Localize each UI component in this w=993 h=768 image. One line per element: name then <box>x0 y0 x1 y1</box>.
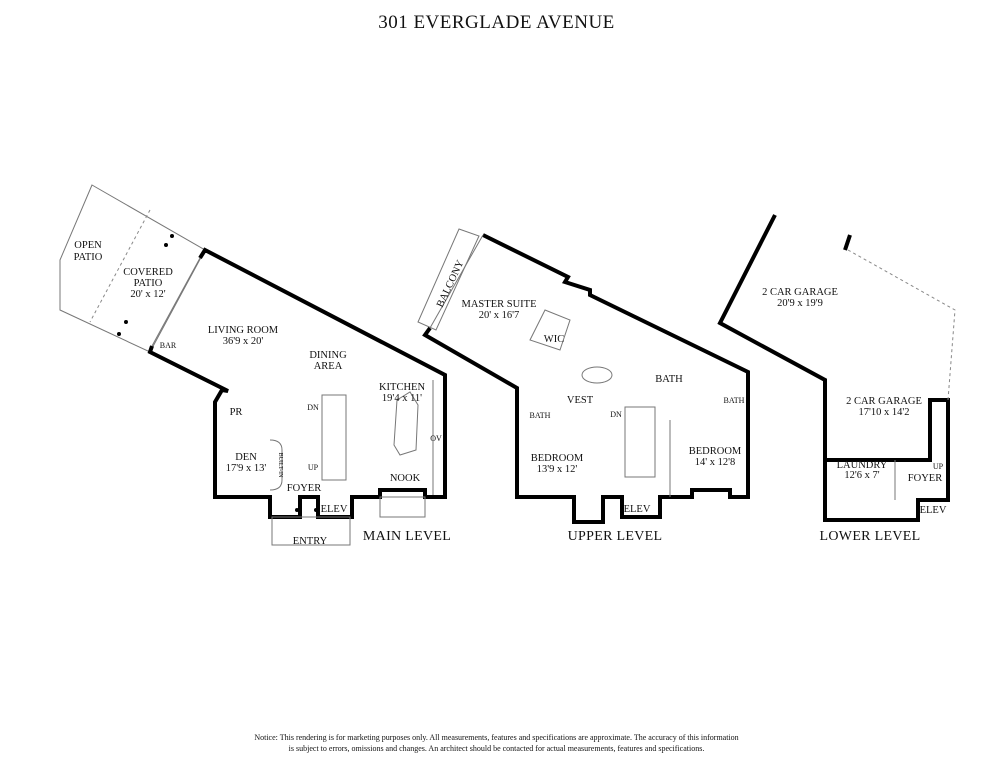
notice-line: Notice: This rendering is for marketing … <box>254 733 739 742</box>
pr-label: PR <box>230 407 243 418</box>
elev-label: ELEV <box>624 504 651 515</box>
dn-label: DN <box>610 410 622 419</box>
upper-level-label: UPPER LEVEL <box>568 529 663 544</box>
main-level-label: MAIN LEVEL <box>363 529 451 544</box>
bath-master-label: BATH <box>655 374 683 385</box>
open-patio <box>59 184 206 353</box>
elev-label: ELEV <box>321 504 348 515</box>
built-in-label: BUILT-IN <box>277 453 283 479</box>
vest-label: VEST <box>567 395 594 406</box>
ov-label: OV <box>430 434 442 443</box>
lower-level-walls <box>717 214 950 522</box>
elev-label: ELEV <box>920 505 947 516</box>
page-title: 301 EVERGLADE AVENUE <box>378 12 615 33</box>
bar-label: BAR <box>160 341 177 350</box>
wic-label: WIC <box>544 334 564 345</box>
entry-label: ENTRY <box>293 536 328 547</box>
up-label: UP <box>308 463 319 472</box>
lower-level-label: LOWER LEVEL <box>820 529 921 544</box>
bath-right-label: BATH <box>724 396 745 405</box>
up-label: UP <box>933 462 944 471</box>
main-level-walls <box>147 247 447 519</box>
disclaimer-notice: Notice: This rendering is for marketing … <box>0 732 993 754</box>
bath-left-label: BATH <box>530 411 551 420</box>
foyer-label: FOYER <box>287 483 321 494</box>
foyer-label: FOYER <box>908 473 942 484</box>
patio-divider <box>89 209 151 323</box>
notice-line: is subject to errors, omissions and chan… <box>288 744 705 753</box>
nook-label: NOOK <box>390 473 421 484</box>
upper-level-walls <box>422 233 750 524</box>
balcony <box>417 228 480 331</box>
dn-label: DN <box>307 403 319 412</box>
